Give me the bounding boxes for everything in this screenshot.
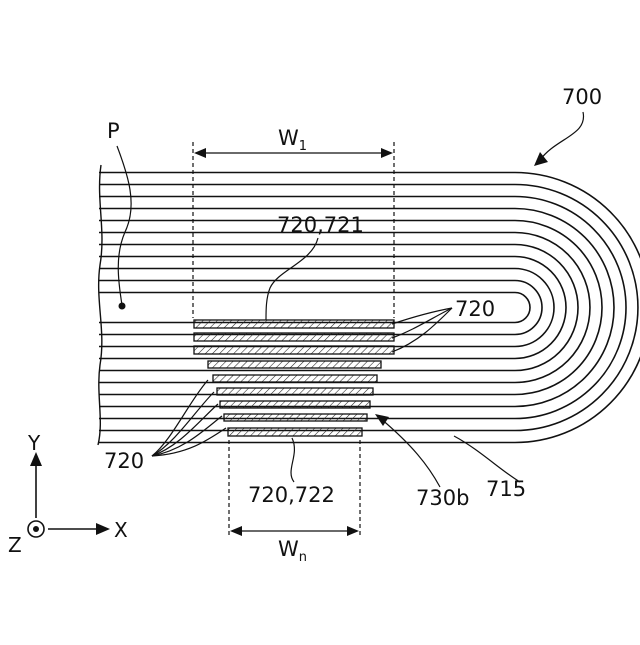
electrode-strip-2 xyxy=(194,333,394,341)
leader-720-721 xyxy=(266,238,318,320)
x-axis-arrow xyxy=(96,523,110,535)
leader-720-722 xyxy=(291,438,294,482)
electrode-strip-5 xyxy=(213,375,377,382)
electrode-strip-7 xyxy=(220,401,370,408)
coil-winding-4 xyxy=(99,257,566,359)
w1-arrow-left xyxy=(194,148,206,158)
electrode-strip-3 xyxy=(194,346,394,354)
electrode-strips xyxy=(194,320,394,436)
label-720-right: 720 xyxy=(455,297,495,321)
w1-label: W1 xyxy=(278,126,307,154)
label-715: 715 xyxy=(486,477,526,501)
w1-arrow-right xyxy=(381,148,393,158)
wn-label: Wn xyxy=(278,537,307,565)
label-730b: 730b xyxy=(416,486,469,510)
label-p: P xyxy=(107,119,120,143)
electrode-strip-8 xyxy=(224,414,367,421)
coordinate-axes xyxy=(28,462,100,537)
ref-700: 700 xyxy=(562,85,602,109)
electrode-strip-9 xyxy=(228,428,362,436)
leader-720-left-4 xyxy=(152,416,222,456)
axis-z-label: Z xyxy=(8,533,22,557)
leader-720-right-1 xyxy=(392,308,452,324)
coil-winding-6 xyxy=(99,233,590,383)
wn-sub: n xyxy=(299,550,307,565)
leader-700 xyxy=(540,112,584,160)
axis-y-label: Y xyxy=(27,431,41,455)
wn-main: W xyxy=(278,537,299,561)
label-720-721: 720,721 xyxy=(277,213,364,237)
w1-sub: 1 xyxy=(299,139,307,154)
axis-x-label: X xyxy=(114,518,128,542)
label-720-left: 720 xyxy=(104,449,144,473)
electrode-strip-1 xyxy=(194,320,394,328)
z-axis-dot xyxy=(33,526,39,532)
point-p xyxy=(119,303,126,310)
left-break-line xyxy=(98,165,102,445)
electrode-strip-6 xyxy=(217,388,373,395)
w1-main: W xyxy=(278,126,299,150)
label-720-722: 720,722 xyxy=(248,483,335,507)
wn-arrow-left xyxy=(230,526,242,536)
leader-730b xyxy=(380,418,440,487)
wn-arrow-right xyxy=(347,526,359,536)
electrode-strip-4 xyxy=(208,361,381,368)
